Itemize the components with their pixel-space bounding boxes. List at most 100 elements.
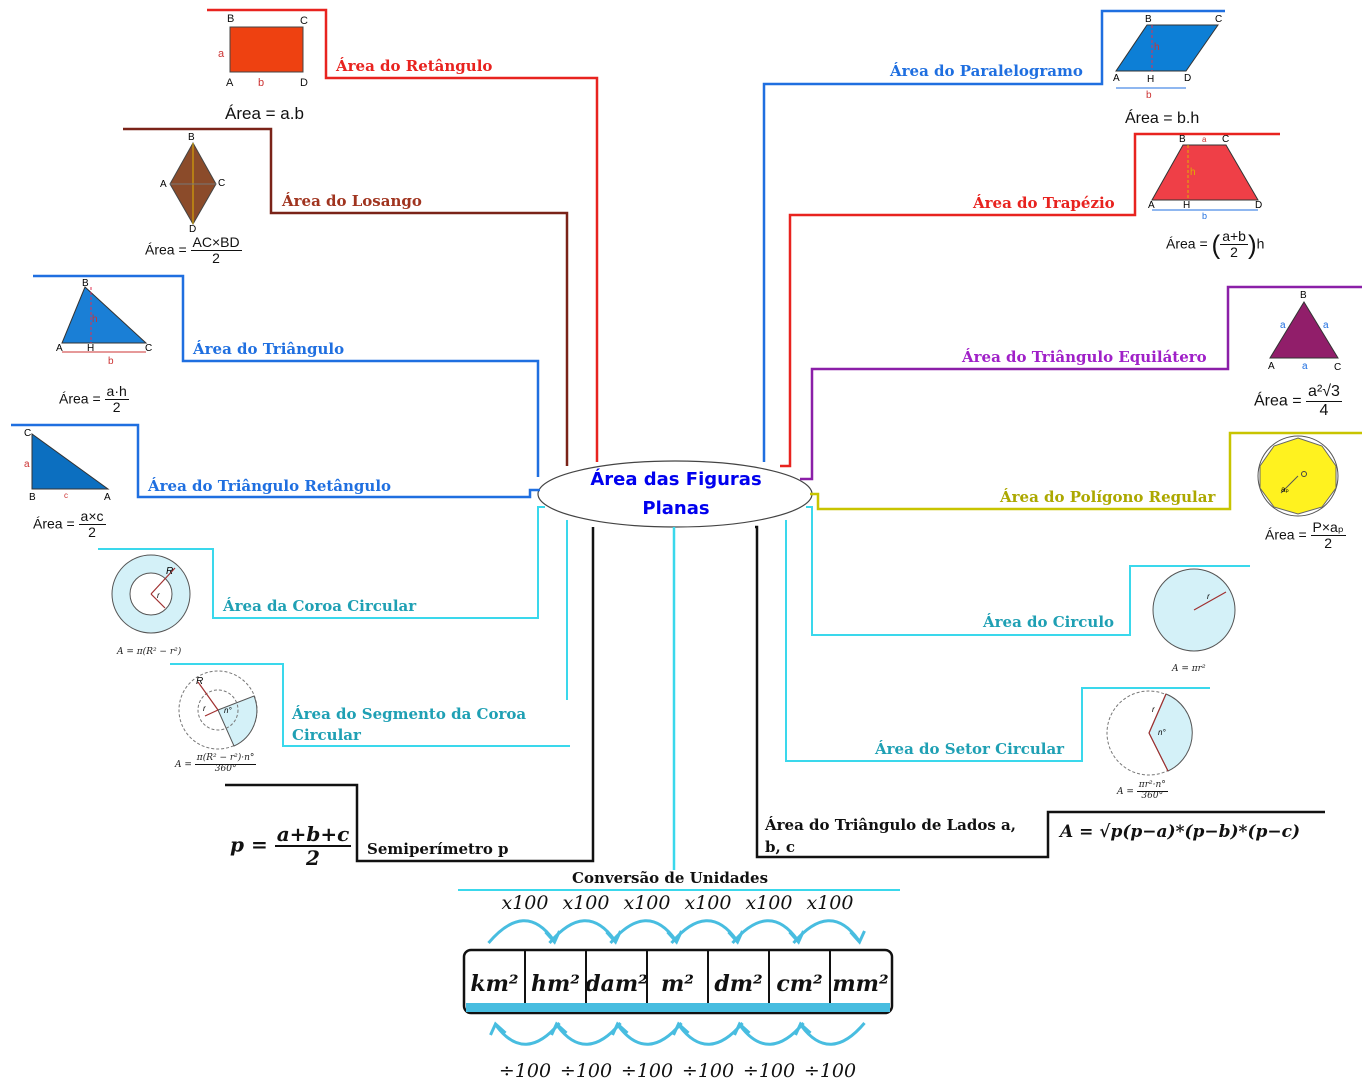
connector-paralelogramo [762,9,1225,462]
fig-label: r [203,704,206,713]
formula-paralelogramo: Área = b.h [1125,110,1200,127]
label-triangulo-retangulo[interactable]: Área do Triângulo Retângulo [148,477,392,495]
connector-trapezio [780,132,1280,468]
multiply-label: x100 [807,892,854,914]
unit-cell: m² [661,971,694,997]
label-segmento-coroa-line1: Área do Segmento da Coroa [292,705,527,723]
formula-den: 2 [212,250,220,267]
connector-setor [785,520,1210,762]
fig-label: a [1323,320,1329,331]
divide-arrowhead [489,1021,507,1036]
label-heron[interactable]: Área do Triângulo de Lados a, b, c [765,814,1016,858]
formula-den: 360° [214,763,237,774]
label-poligono-regular[interactable]: Área do Polígono Regular [1000,488,1216,506]
annulus-figure: R r [111,554,191,634]
triangle-figure: B h A H C b [56,278,152,367]
multiply-label: x100 [624,892,671,914]
fig-label: C [300,15,308,27]
fig-label: r [1152,705,1155,714]
formula-num: a+b+c [274,822,352,847]
fig-label: C [218,178,225,189]
parallelogram-figure: B C h A H D b [1113,14,1222,101]
connector-semiperimetro [225,527,595,863]
divide-label: ÷100 [499,1060,551,1081]
divide-label: ÷100 [743,1060,795,1081]
formula-num: π(R² − r²)·n° [194,753,257,765]
formula-heron: A = √p(p−a)*(p−b)*(p−c) [1060,822,1301,842]
multiply-arrow [792,919,860,944]
fig-label: H [1183,200,1190,211]
divide-arrow [678,1022,744,1046]
formula-num: πr²·n° [1136,780,1168,792]
fig-label: B [82,278,89,289]
multiply-arrow [731,919,799,944]
connector-losango [123,127,569,466]
right-triangle-figure: C a B c A [24,428,111,503]
formula-den: 2 [1230,244,1238,261]
formula-num: a·h [104,383,129,401]
formula-den: 2 [306,846,320,870]
fig-label: c [64,491,68,500]
label-segmento-coroa[interactable]: Área do Segmento da Coroa Circular [292,704,526,746]
divide-arrow [739,1022,805,1046]
label-triangulo-equilatero[interactable]: Área do Triângulo Equilátero [962,348,1207,366]
multiply-arrow [609,919,677,944]
label-paralelogramo[interactable]: Área do Paralelogramo [890,62,1083,80]
label-semiperimetro[interactable]: Semiperímetro p [367,840,509,858]
formula-prefix: p = [230,832,268,857]
formula-den: 2 [88,524,96,541]
divide-arrowhead [550,1021,568,1036]
fig-label: D [1255,200,1262,211]
formula-num: a²√3 [1306,383,1342,402]
fig-label: C [1334,362,1341,373]
fig-label: A [1148,200,1155,211]
label-heron-line2: b, c [765,838,796,856]
fig-label: D [300,77,308,89]
fig-label: a [1302,361,1308,372]
label-segmento-coroa-line2: Circular [292,726,361,744]
multiply-arrow [548,919,616,944]
unit-cell: km² [470,971,518,997]
fig-label: C [24,428,31,439]
center-title[interactable]: Área das Figuras Planas [540,463,812,525]
multiply-arrow [670,919,738,944]
label-retangulo[interactable]: Área do Retângulo [336,57,493,75]
label-setor[interactable]: Área do Setor Circular [875,740,1065,758]
label-triangulo[interactable]: Área do Triângulo [193,340,345,358]
conversion-title[interactable]: Conversão de Unidades [572,869,769,887]
fig-label: R [166,566,173,577]
formula-prefix: A = [175,759,192,770]
connector-segmento-coroa [170,663,570,747]
multiply-label: x100 [502,892,549,914]
formula-retangulo: Área = a.b [225,104,304,123]
unit-cell: hm² [531,971,580,997]
fig-label: D [189,224,196,235]
formula-den: 2 [1324,535,1333,552]
divide-label: ÷100 [804,1060,856,1081]
connector-poligono [810,431,1362,511]
unit-cell: dam² [585,971,648,997]
formula-prefix: Área = [1265,526,1307,543]
formula-den: 2 [112,399,121,416]
fig-label: B [227,13,234,25]
formula-prefix: Área = [59,390,101,407]
label-losango[interactable]: Área do Losango [282,192,422,210]
label-trapezio[interactable]: Área do Trapézio [973,194,1115,212]
fig-label: B [1179,134,1186,145]
label-circulo[interactable]: Área do Circulo [983,613,1115,631]
formula-suffix: h [1256,235,1265,252]
fig-label: A [226,77,234,89]
connector-triangulo [33,274,540,477]
divide-arrowhead [794,1021,812,1036]
divide-arrowhead [611,1021,629,1036]
label-coroa[interactable]: Área da Coroa Circular [223,597,417,615]
formula-prefix: Área = [33,515,75,532]
fig-label: D [1184,73,1191,84]
fig-label: A [1268,361,1275,372]
fig-label: C [1215,14,1222,25]
